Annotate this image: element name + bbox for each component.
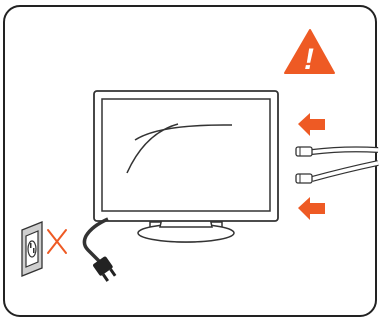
monitor-icon	[94, 91, 278, 242]
monitor-screen	[102, 99, 270, 211]
wall-socket-icon	[22, 222, 42, 276]
warning-symbol: !	[304, 43, 314, 76]
